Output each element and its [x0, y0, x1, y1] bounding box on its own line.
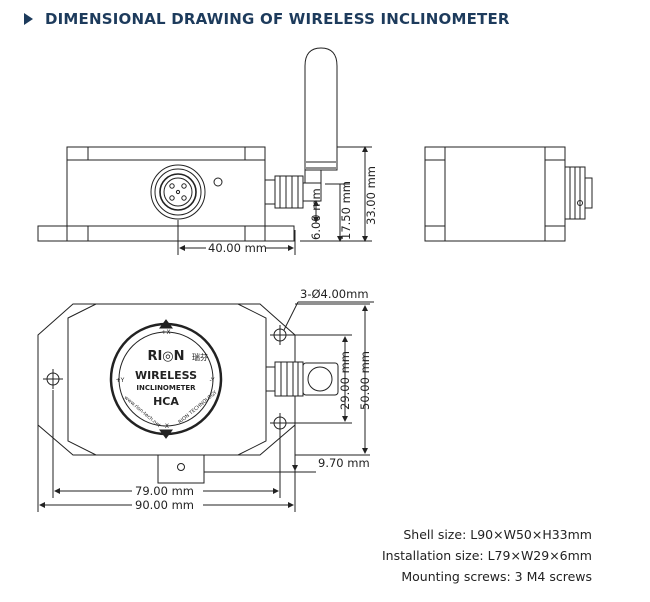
antenna-connector: [274, 175, 304, 209]
top-antenna-connector: [274, 361, 304, 397]
spec-mounting-screws: Mounting screws: 3 M4 screws: [401, 569, 592, 584]
mounting-hole-top-right: [270, 325, 290, 345]
section-header: DIMENSIONAL DRAWING OF WIRELESS INCLINOM…: [24, 8, 510, 30]
dim-29mm: 29.00 mm: [338, 351, 352, 410]
m12-connector: [150, 164, 206, 220]
triangle-bullet-icon: [24, 13, 33, 25]
dim-50mm: 50.00 mm: [358, 351, 372, 410]
mounting-hole-left: [43, 369, 63, 389]
page-title: DIMENSIONAL DRAWING OF WIRELESS INCLINOM…: [45, 10, 510, 28]
dial-line2: INCLINOMETER: [136, 384, 196, 392]
hole-label: 3-Ø4.00mm: [300, 287, 369, 301]
top-view: [37, 301, 374, 512]
dial-axis-right: -Y: [209, 377, 214, 384]
dim-6mm: 6.00 mm: [309, 188, 323, 240]
dial-line1: WIRELESS: [135, 369, 197, 382]
mounting-hole-bottom-right: [270, 413, 290, 433]
spec-shell-size: Shell size: L90×W50×H33mm: [403, 527, 592, 542]
left-flange: [37, 225, 68, 242]
dim-17-50mm: 17.50 mm: [339, 181, 353, 240]
dim-90mm: 90.00 mm: [135, 498, 194, 512]
front-view: [37, 47, 372, 255]
antenna-collar: [306, 161, 336, 169]
dim-79mm: 79.00 mm: [135, 484, 194, 498]
dim-40mm: 40.00 mm: [208, 241, 267, 255]
dial-brand: RI◎N: [147, 349, 184, 364]
dim-9-70mm: 9.70 mm: [318, 456, 370, 470]
spec-list: Shell size: L90×W50×H33mm Installation s…: [382, 524, 592, 587]
dial-brand-cn: 瑞芬: [192, 352, 208, 362]
front-indicator-hole: [213, 177, 223, 187]
antenna: [304, 47, 338, 171]
dial-model: HCA: [153, 395, 179, 408]
top-bottom-connector: [157, 454, 205, 484]
dim-33mm: 33.00 mm: [364, 166, 378, 225]
right-flange: [264, 225, 295, 242]
dial-axis-top: +X: [161, 329, 170, 336]
spec-installation-size: Installation size: L79×W29×6mm: [381, 548, 592, 563]
side-view: [424, 146, 593, 242]
dial-axis-bottom: -X: [163, 423, 169, 430]
dial-axis-left: +Y: [116, 377, 125, 384]
